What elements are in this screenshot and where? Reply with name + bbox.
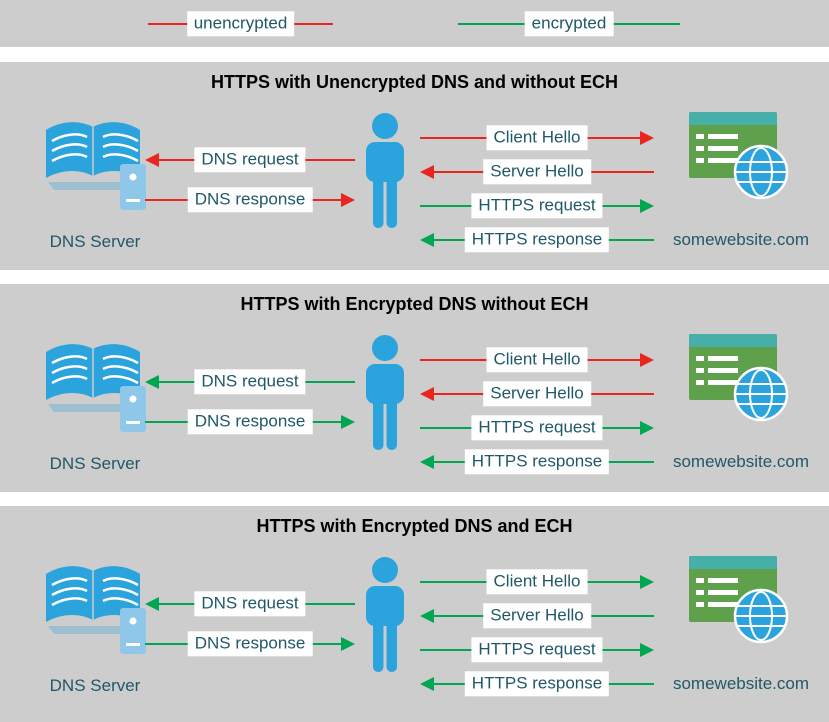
arrow-client-hello: Client Hello xyxy=(420,121,654,155)
arrow-label: Client Hello xyxy=(486,125,588,151)
arrow-https-request: HTTPS request xyxy=(420,633,654,667)
arrowhead-icon xyxy=(420,609,434,623)
arrow-dns-request: DNS request xyxy=(145,587,355,621)
arrowhead-icon xyxy=(640,421,654,435)
arrowhead-icon xyxy=(145,597,159,611)
user-icon xyxy=(366,335,404,450)
legend-item-encrypted: encrypted xyxy=(458,11,680,37)
website-figure: somewebsite.com xyxy=(660,334,822,471)
legend-item-unencrypted: unencrypted xyxy=(148,11,333,37)
arrow-server-hello: Server Hello xyxy=(420,377,654,411)
arrowhead-icon xyxy=(341,193,355,207)
dns-arrows-group: DNS request DNS response xyxy=(145,143,355,217)
arrowhead-icon xyxy=(145,375,159,389)
arrow-label: HTTPS response xyxy=(464,449,610,475)
arrow-label: Client Hello xyxy=(486,347,588,373)
legend-label-encrypted: encrypted xyxy=(524,11,614,37)
panel-unencrypted-dns-no-ech: HTTPS with Unencrypted DNS and without E… xyxy=(0,62,829,270)
https-arrows-group: Client Hello Server Hello HTTPS request … xyxy=(420,565,654,701)
panel-encrypted-dns-with-ech: HTTPS with Encrypted DNS and ECH DNS Ser… xyxy=(0,506,829,722)
arrow-label: HTTPS response xyxy=(464,227,610,253)
arrowhead-icon xyxy=(341,637,355,651)
arrowhead-icon xyxy=(420,677,434,691)
legend-bar: unencrypted encrypted xyxy=(0,0,829,47)
arrowhead-icon xyxy=(640,643,654,657)
arrow-dns-response: DNS response xyxy=(145,183,355,217)
arrowhead-icon xyxy=(640,131,654,145)
arrow-dns-request: DNS request xyxy=(145,143,355,177)
arrow-label: HTTPS request xyxy=(471,637,603,663)
arrow-label: HTTPS request xyxy=(471,193,603,219)
panel-encrypted-dns-no-ech: HTTPS with Encrypted DNS without ECH DNS… xyxy=(0,284,829,492)
panel-title: HTTPS with Encrypted DNS without ECH xyxy=(240,294,589,314)
dns-server-icon xyxy=(46,122,146,210)
website-figure: somewebsite.com xyxy=(660,112,822,249)
arrow-client-hello: Client Hello xyxy=(420,565,654,599)
arrow-label: DNS response xyxy=(187,187,313,213)
website-figure: somewebsite.com xyxy=(660,556,822,693)
arrow-label: Server Hello xyxy=(483,381,591,407)
dns-server-label: DNS Server xyxy=(49,454,141,473)
https-arrows-group: Client Hello Server Hello HTTPS request … xyxy=(420,121,654,257)
dns-server-label: DNS Server xyxy=(49,232,141,251)
arrow-https-response: HTTPS response xyxy=(420,445,654,479)
arrow-client-hello: Client Hello xyxy=(420,343,654,377)
website-label: somewebsite.com xyxy=(672,674,810,693)
arrow-dns-request: DNS request xyxy=(145,365,355,399)
panel-title: HTTPS with Unencrypted DNS and without E… xyxy=(210,72,618,92)
dns-server-figure: DNS Server xyxy=(26,558,164,695)
arrow-dns-response: DNS response xyxy=(145,627,355,661)
arrow-label: Server Hello xyxy=(483,603,591,629)
website-label: somewebsite.com xyxy=(672,230,810,249)
website-icon xyxy=(688,112,788,200)
arrowhead-icon xyxy=(640,199,654,213)
dns-server-label: DNS Server xyxy=(49,676,141,695)
arrowhead-icon xyxy=(640,353,654,367)
dns-server-icon xyxy=(46,566,146,654)
arrow-label: DNS request xyxy=(194,147,306,173)
website-label: somewebsite.com xyxy=(672,452,810,471)
https-arrows-group: Client Hello Server Hello HTTPS request … xyxy=(420,343,654,479)
arrow-server-hello: Server Hello xyxy=(420,599,654,633)
dns-server-icon xyxy=(46,344,146,432)
legend-label-unencrypted: unencrypted xyxy=(186,11,295,37)
arrow-https-response: HTTPS response xyxy=(420,667,654,701)
user-icon xyxy=(366,113,404,228)
panel-title: HTTPS with Encrypted DNS and ECH xyxy=(256,516,573,536)
arrow-https-request: HTTPS request xyxy=(420,189,654,223)
arrow-label: Server Hello xyxy=(483,159,591,185)
arrowhead-icon xyxy=(640,575,654,589)
arrow-label: Client Hello xyxy=(486,569,588,595)
dns-server-figure: DNS Server xyxy=(26,336,164,473)
arrow-label: DNS response xyxy=(187,631,313,657)
user-icon xyxy=(366,557,404,672)
dns-server-figure: DNS Server xyxy=(26,114,164,251)
arrowhead-icon xyxy=(145,153,159,167)
arrow-label: DNS response xyxy=(187,409,313,435)
website-icon xyxy=(688,334,788,422)
dns-arrows-group: DNS request DNS response xyxy=(145,587,355,661)
arrowhead-icon xyxy=(420,233,434,247)
arrowhead-icon xyxy=(420,455,434,469)
dns-arrows-group: DNS request DNS response xyxy=(145,365,355,439)
arrow-https-request: HTTPS request xyxy=(420,411,654,445)
arrow-label: HTTPS request xyxy=(471,415,603,441)
arrowhead-icon xyxy=(420,387,434,401)
arrow-label: DNS request xyxy=(194,369,306,395)
arrow-dns-response: DNS response xyxy=(145,405,355,439)
website-icon xyxy=(688,556,788,644)
arrow-label: DNS request xyxy=(194,591,306,617)
arrow-server-hello: Server Hello xyxy=(420,155,654,189)
arrow-label: HTTPS response xyxy=(464,671,610,697)
arrowhead-icon xyxy=(341,415,355,429)
arrowhead-icon xyxy=(420,165,434,179)
arrow-https-response: HTTPS response xyxy=(420,223,654,257)
